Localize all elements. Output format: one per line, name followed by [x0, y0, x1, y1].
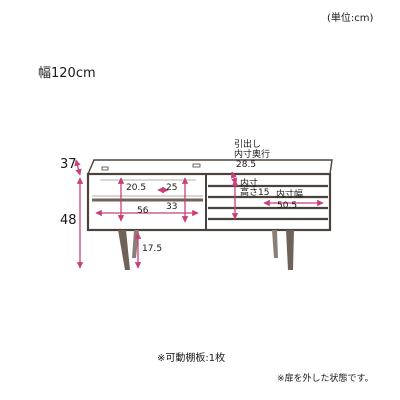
height-label: 48 [60, 213, 77, 228]
drawer-depth-label-line1: 引出し [234, 140, 262, 150]
overall-width-label: 幅120cm [38, 66, 96, 81]
drawer-width-value: 50.5 [277, 201, 298, 211]
left-width-a-label: 56 [137, 206, 149, 216]
drawer-depth-label-line2: 内寸奥行 [234, 150, 271, 160]
leg-front-left [118, 230, 130, 270]
leg-back-right [272, 230, 278, 258]
depth-arrow [74, 159, 82, 176]
leg-height-label: 17.5 [142, 244, 163, 254]
unit-note: (単位:cm) [327, 13, 374, 24]
left-height-a-label: 20.5 [126, 183, 147, 193]
left-width-b-label: 33 [166, 202, 178, 212]
drawer-depth-value: 28.5 [236, 160, 257, 170]
left-height-b-label: 25 [166, 183, 178, 193]
cable-hole-right [192, 163, 201, 168]
leg-front-right [286, 230, 294, 270]
drawer-front [208, 184, 328, 221]
drawer-height-label-line2: 高さ15 [240, 188, 270, 198]
depth-label: 37 [60, 157, 77, 172]
door-removed-note: ※扉を外した状態です。 [277, 374, 374, 384]
shelf-note: ※可動棚板:1枚 [157, 353, 226, 364]
drawer-height-label-line1: 内寸 [240, 179, 259, 189]
top-panel [86, 159, 333, 175]
cable-hole-left [101, 166, 109, 171]
drawer-width-label: 内寸幅 [276, 190, 304, 200]
